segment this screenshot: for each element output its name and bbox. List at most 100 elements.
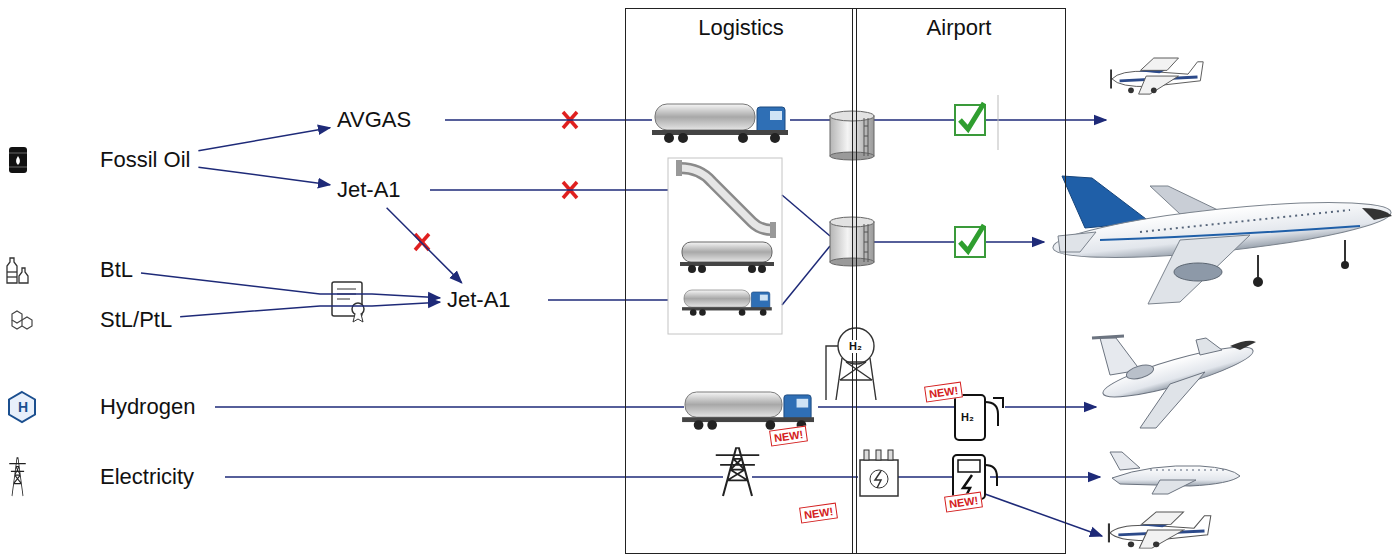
rail-tank-car — [688, 265, 696, 273]
oil-barrel-icon — [9, 153, 27, 154]
illustration — [9, 458, 26, 496]
flow-arrow — [387, 208, 462, 283]
illustration — [716, 448, 760, 496]
transformer — [888, 450, 893, 460]
hydrogen-pump — [985, 402, 998, 426]
flow-arrow — [180, 302, 440, 316]
business-jet — [1196, 338, 1222, 355]
rail-tank-car — [698, 265, 706, 273]
illustration — [652, 104, 788, 143]
flow-line — [782, 246, 830, 305]
flow-line — [818, 406, 955, 408]
electric-charger — [985, 465, 997, 486]
oil-barrel-icon — [9, 147, 27, 173]
small-electric-jet — [1150, 470, 1226, 471]
flow-arrow — [198, 167, 330, 185]
flow-line — [225, 476, 723, 478]
molecule-icon — [22, 317, 32, 329]
new-stamp: NEW! — [944, 491, 983, 512]
certificate-icon — [332, 282, 364, 322]
biomass-bottles-icon — [7, 276, 17, 277]
illustration — [1109, 512, 1211, 548]
flow-line — [990, 476, 1100, 478]
hydrogen-pump — [993, 398, 1003, 408]
airliner — [1341, 261, 1349, 269]
molecule-icon — [12, 311, 22, 323]
node-text: Logistics — [626, 9, 856, 41]
small-electric-jet — [1110, 452, 1240, 494]
node-text: Jet-A1 — [337, 177, 401, 203]
node-text: StL/PtL — [100, 307, 172, 333]
flow-line — [430, 189, 668, 191]
transport-group — [668, 158, 782, 334]
rail-tank-car — [680, 242, 774, 273]
biomass-bottles-icon — [7, 258, 17, 283]
hydrogen-icon — [9, 392, 35, 422]
pipeline — [680, 168, 772, 230]
transformer — [876, 450, 881, 460]
fuel-label: AVGAS — [333, 105, 415, 135]
flow-line — [445, 119, 652, 121]
rail-tank-car — [682, 242, 772, 262]
node-text: Electricity — [100, 464, 194, 490]
small-electric-jet — [1110, 452, 1140, 470]
airliner — [1362, 208, 1392, 220]
flow-arrow — [141, 273, 440, 298]
rail-tank-car — [748, 265, 756, 273]
flow-line — [782, 195, 830, 236]
transformer — [875, 471, 881, 488]
flow-line — [874, 119, 955, 121]
flow-line — [215, 120, 1106, 536]
hydrogen-storage-tower — [836, 358, 876, 400]
source-label: Electricity — [96, 462, 198, 492]
hydrogen-symbol: H — [18, 399, 28, 415]
region-box: Airport — [852, 8, 1066, 554]
pipeline — [676, 160, 682, 176]
new-stamp: NEW! — [924, 381, 963, 402]
node-text: Fossil Oil — [100, 147, 190, 173]
source-label: StL/PtL — [96, 305, 176, 335]
hydrogen-storage-tower — [838, 328, 874, 364]
oil-barrel-icon — [16, 156, 20, 165]
flow-line — [985, 494, 1102, 536]
transformer — [864, 450, 869, 460]
illustration — [955, 103, 985, 135]
hydrogen-pump — [955, 395, 985, 440]
airliner — [1058, 232, 1096, 252]
pipeline — [770, 222, 776, 238]
flow-line — [1005, 406, 1096, 408]
flow-arrow — [198, 128, 330, 151]
molecule-icon — [12, 311, 32, 329]
source-label: BtL — [96, 255, 137, 285]
node-text: Hydrogen — [100, 394, 195, 420]
node-text: BtL — [100, 257, 133, 283]
small-electric-jet — [1152, 480, 1196, 494]
airliner — [1100, 226, 1360, 240]
node-text: Jet-A1 — [447, 287, 511, 313]
node-text: Airport — [853, 9, 1065, 41]
certificate-icon — [337, 299, 350, 300]
airliner — [1253, 277, 1263, 287]
flow-line — [898, 476, 953, 478]
airliner — [1257, 255, 1259, 278]
biomass-bottles-icon — [19, 268, 28, 283]
flow-line — [790, 119, 830, 121]
illustration — [682, 392, 814, 430]
airliner — [1051, 176, 1394, 304]
source-label: Fossil Oil — [96, 145, 194, 175]
illustration — [682, 290, 772, 316]
certificate-icon — [353, 314, 363, 322]
rail-tank-car — [758, 265, 766, 273]
business-jet — [1092, 336, 1257, 428]
transformer — [860, 460, 898, 496]
oil-barrel-icon — [9, 167, 27, 168]
biomass-bottles-icon — [7, 271, 17, 272]
pipeline — [676, 160, 776, 238]
flow-line — [985, 119, 1106, 121]
transformer — [870, 470, 888, 488]
flow-line — [874, 241, 955, 243]
biomass-bottles-icon — [7, 258, 28, 283]
hydrogen-symbol: H₂ — [848, 340, 863, 353]
